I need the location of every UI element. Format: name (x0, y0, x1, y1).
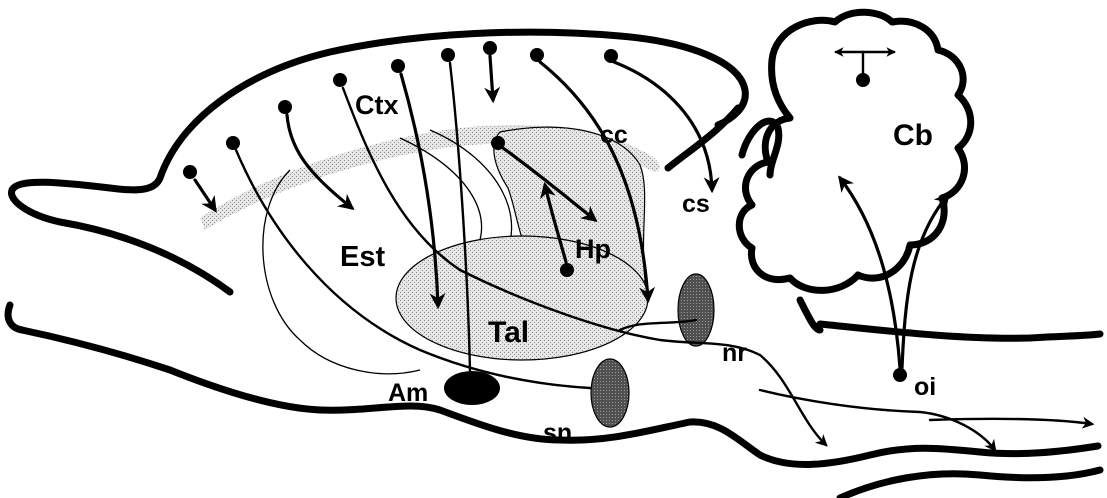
label-nr: nr (722, 339, 747, 367)
substantia-nigra (591, 359, 629, 427)
label-cc: cc (600, 121, 628, 149)
label-tal: Tal (488, 316, 529, 349)
amygdala (444, 371, 500, 405)
label-cs: cs (682, 190, 710, 218)
label-oi: oi (914, 373, 936, 401)
label-cb: Cb (893, 119, 933, 152)
label-hp: Hp (575, 234, 611, 264)
label-sn: sn (543, 419, 572, 447)
red-nucleus (678, 274, 714, 346)
label-ctx: Ctx (355, 90, 399, 120)
label-am: Am (388, 379, 428, 407)
label-est: Est (340, 241, 385, 273)
